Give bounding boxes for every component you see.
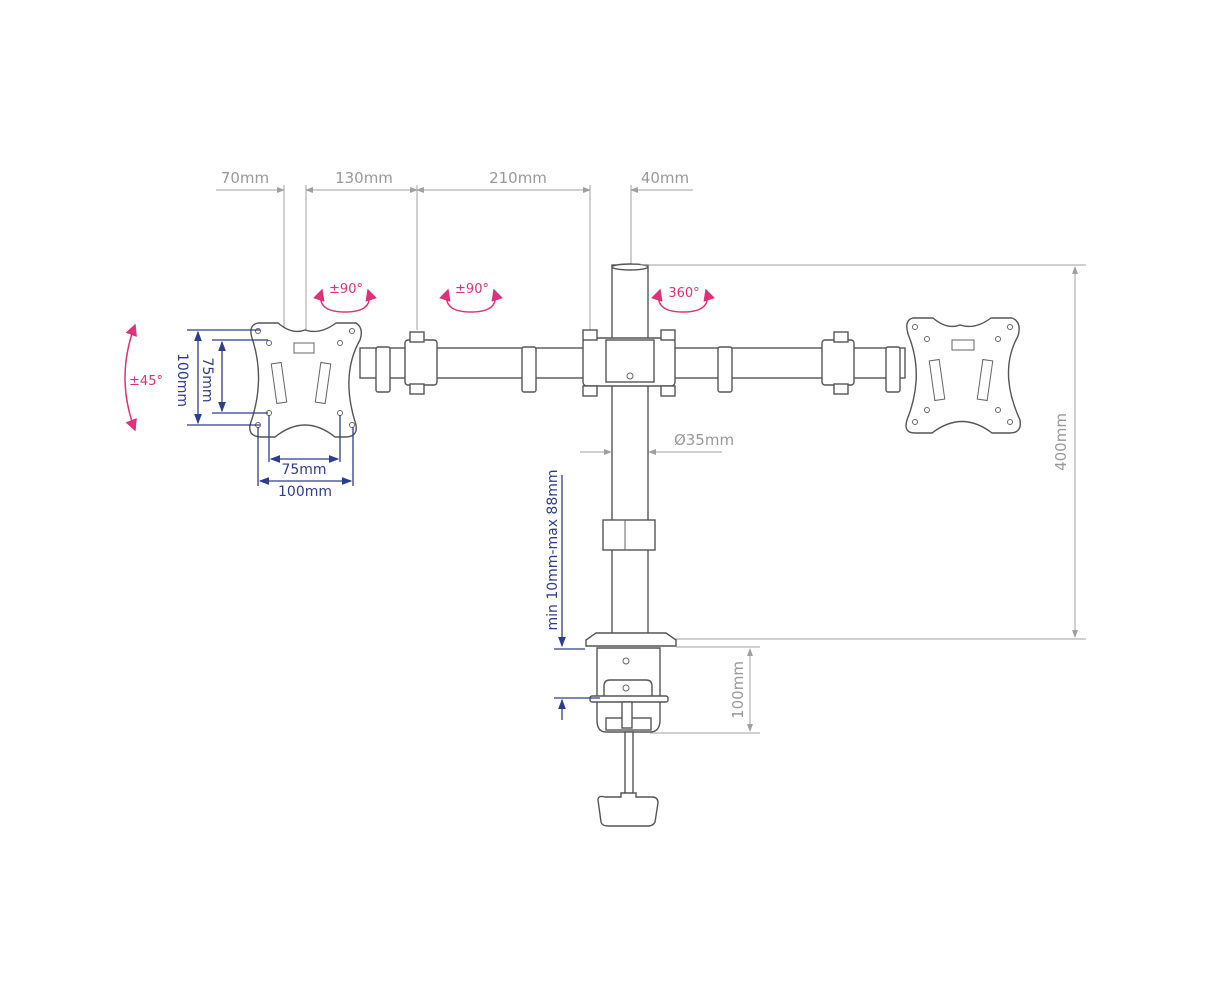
rotation-indicators: ±90° ±90° 360° ±45°	[124, 282, 715, 432]
pole-height-dimension: 400mm	[640, 264, 1086, 640]
dimension-label-210mm: 210mm	[489, 169, 547, 187]
vesa-inner-height-label: 75mm	[199, 357, 215, 402]
vesa-plate-left	[249, 322, 363, 438]
arms	[359, 329, 906, 397]
arm-joint-right	[821, 331, 855, 395]
tilt-label: ±45°	[129, 374, 163, 389]
pole-rotation-label: 360°	[668, 286, 699, 301]
pole-diameter-dimension: Ø35mm	[580, 431, 734, 455]
arm-joint-left	[404, 331, 438, 395]
pole-height-label: 400mm	[1052, 413, 1070, 471]
vesa-plate-right	[905, 317, 1021, 434]
pole-diameter-label: Ø35mm	[674, 431, 734, 449]
arm-swivel-label: ±90°	[455, 282, 489, 297]
clamp-height-label: 100mm	[729, 661, 747, 719]
clamp-height-dimension: 100mm	[650, 646, 760, 734]
dimension-label-70mm: 70mm	[221, 169, 269, 187]
vesa-outer-width-label: 100mm	[278, 484, 332, 500]
desk-thickness-dimension: min 10mm-max 88mm	[545, 469, 600, 720]
vesa-inner-width-label: 75mm	[281, 462, 326, 478]
plate-swivel-label: ±90°	[329, 282, 363, 297]
desk-clamp	[585, 632, 677, 827]
dimension-label-130mm: 130mm	[335, 169, 393, 187]
top-dimension-chain: 70mm 130mm 210mm 40mm	[216, 169, 693, 330]
vesa-outer-height-label: 100mm	[174, 353, 190, 407]
dimension-label-40mm: 40mm	[641, 169, 689, 187]
desk-thickness-label: min 10mm-max 88mm	[545, 469, 561, 630]
vesa-dimensions: 100mm 75mm 75mm 100mm	[174, 329, 354, 500]
pole	[602, 263, 656, 638]
